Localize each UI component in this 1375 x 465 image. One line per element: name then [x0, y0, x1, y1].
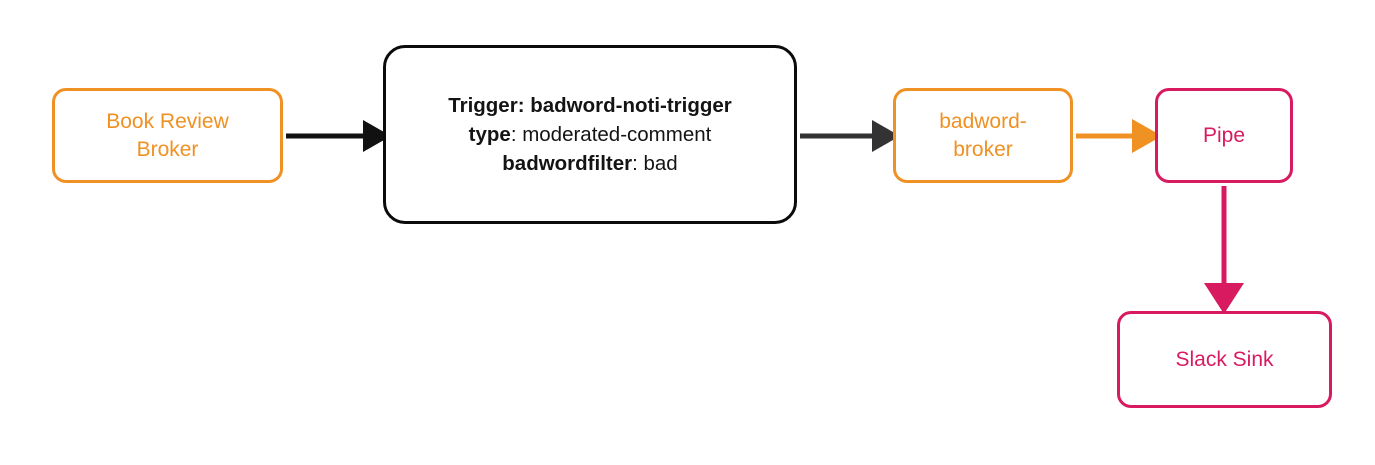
- node-pipe-label: Pipe: [1202, 123, 1246, 147]
- edge-trigger-to-badword-broker: [800, 120, 900, 152]
- trigger-line-2: type: moderated-comment: [386, 120, 794, 149]
- trigger-line-3-key: badwordfilter: [502, 152, 633, 176]
- node-book-review-broker[interactable]: Book Review Broker: [52, 88, 283, 183]
- node-pipe[interactable]: Pipe: [1155, 88, 1293, 183]
- node-book-review-broker-label: Book Review Broker: [106, 110, 229, 161]
- trigger-line-3-value: : bad: [632, 152, 678, 176]
- edge-pipe-to-slack-sink: [1204, 186, 1244, 314]
- node-badword-broker-label: badword- broker: [939, 110, 1027, 161]
- trigger-line-1: Trigger: badword-noti-trigger: [448, 93, 732, 117]
- trigger-line-2-key: type: [468, 122, 511, 146]
- node-trigger[interactable]: Trigger: badword-noti-trigger type: mode…: [383, 45, 797, 224]
- edge-badword-broker-to-pipe: [1076, 119, 1162, 153]
- node-slack-sink[interactable]: Slack Sink: [1117, 311, 1332, 408]
- node-badword-broker[interactable]: badword- broker: [893, 88, 1073, 183]
- edge-broker-to-trigger: [286, 120, 391, 152]
- node-slack-sink-label: Slack Sink: [1175, 347, 1274, 371]
- node-trigger-label: Trigger: badword-noti-trigger type: mode…: [386, 91, 794, 178]
- trigger-line-2-value: : moderated-comment: [510, 122, 712, 146]
- trigger-line-3: badwordfilter: bad: [386, 149, 794, 178]
